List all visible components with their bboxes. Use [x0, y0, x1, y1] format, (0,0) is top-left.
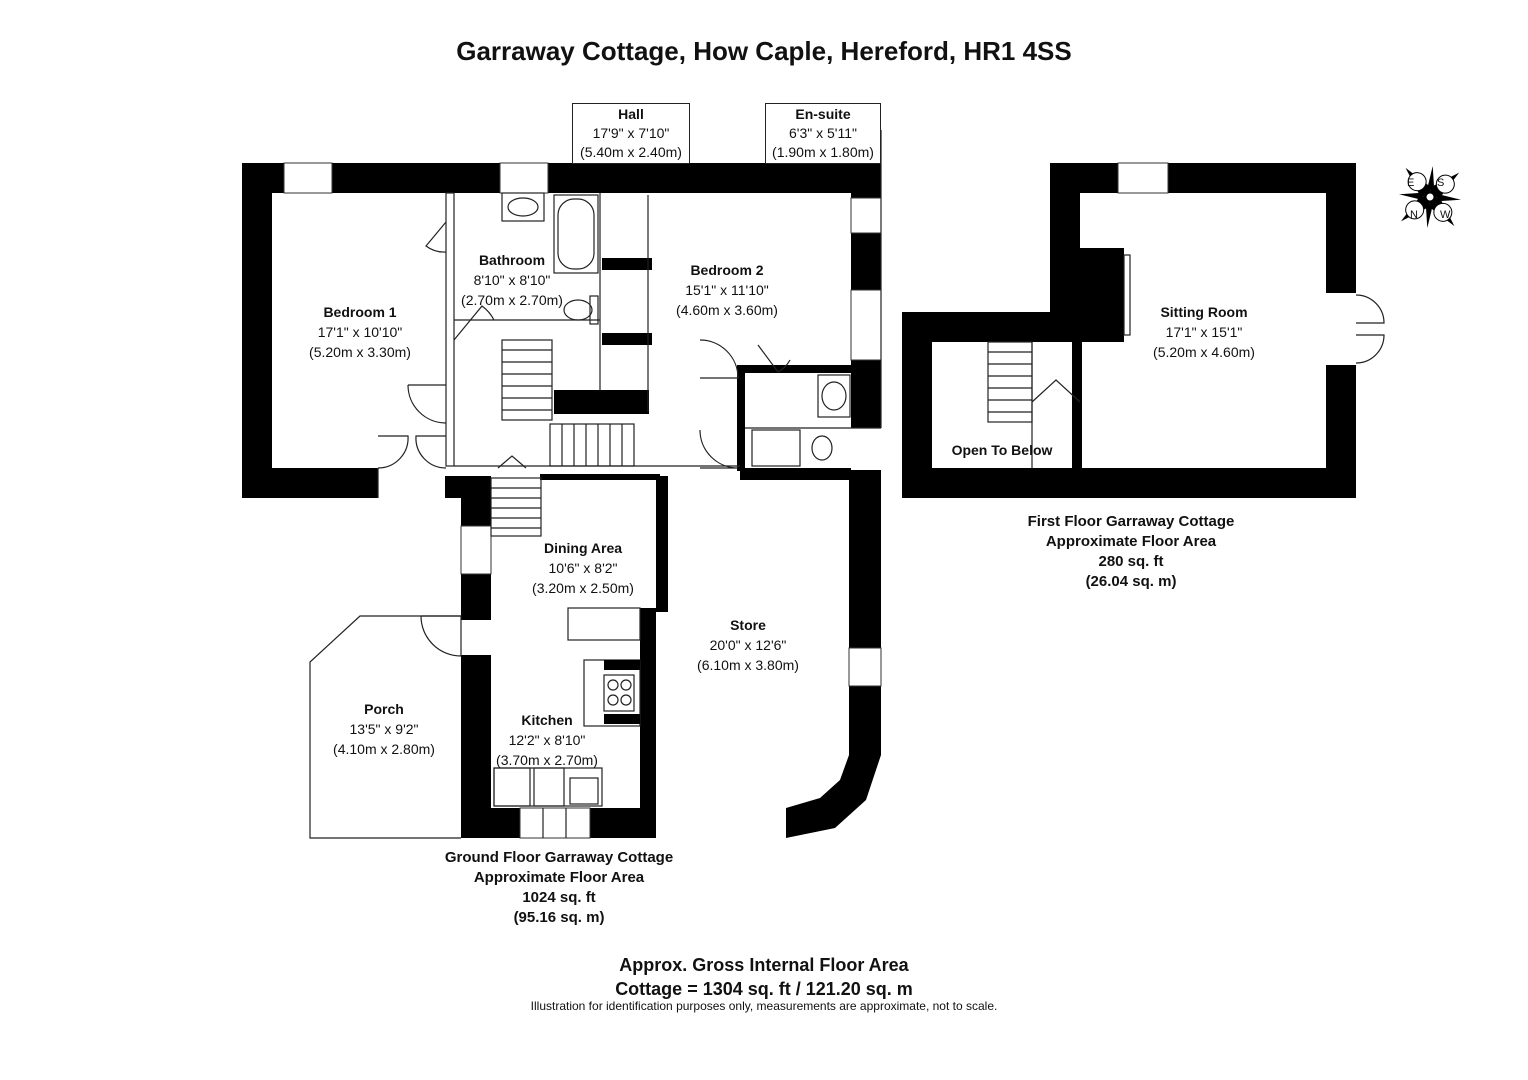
hall-name: Hall — [618, 106, 644, 122]
bedroom1-imperial: 17'1" x 10'10" — [317, 324, 403, 340]
compass-n: N — [1410, 209, 1418, 221]
compass-s: S — [1437, 177, 1445, 189]
first-floor-windows — [1117, 162, 1169, 194]
plan-title: Garraway Cottage, How Caple, Hereford, H… — [456, 36, 1072, 66]
dining-metric: (3.20m x 2.50m) — [532, 580, 634, 596]
kitchen-label: Kitchen 12'2" x 8'10" (3.70m x 2.70m) — [482, 710, 612, 770]
bedroom1-label: Bedroom 1 17'1" x 10'10" (5.20m x 3.30m) — [290, 302, 430, 362]
kitchen-metric: (3.70m x 2.70m) — [496, 752, 598, 768]
sitting-label: Sitting Room 17'1" x 15'1" (5.20m x 4.60… — [1134, 302, 1274, 362]
ground-floor-stairs — [490, 339, 635, 537]
kitchen-name: Kitchen — [521, 712, 573, 728]
bedroom2-metric: (4.60m x 3.60m) — [676, 302, 778, 318]
open-below-label: Open To Below — [940, 440, 1064, 460]
ground-floor-line4: (95.16 sq. m) — [513, 909, 605, 926]
ensuite-label: En-suite 6'3" x 5'11" (1.90m x 1.80m) — [765, 103, 881, 164]
ground-floor-fixtures — [493, 192, 851, 807]
first-floor-line2: Approximate Floor Area — [1045, 533, 1217, 550]
bathroom-metric: (2.70m x 2.70m) — [461, 292, 563, 308]
first-floor-area: First Floor Garraway Cottage Approximate… — [1000, 512, 1262, 592]
hall-imperial: 17'9" x 7'10" — [592, 125, 670, 141]
compass-w: W — [1440, 209, 1451, 221]
porch-name: Porch — [364, 701, 404, 717]
bedroom1-metric: (5.20m x 3.30m) — [309, 344, 411, 360]
hall-label: Hall 17'9" x 7'10" (5.40m x 2.40m) — [572, 103, 690, 164]
sitting-name: Sitting Room — [1160, 304, 1248, 320]
ensuite-name: En-suite — [795, 106, 851, 122]
ground-floor-windows — [283, 162, 882, 839]
ground-floor-line2: Approximate Floor Area — [473, 869, 645, 886]
disclaimer: Illustration for identification purposes… — [530, 999, 998, 1013]
porch-label: Porch 13'5" x 9'2" (4.10m x 2.80m) — [318, 699, 450, 759]
store-imperial: 20'0" x 12'6" — [709, 637, 787, 653]
bathroom-name: Bathroom — [478, 252, 546, 268]
first-floor-line1: First Floor Garraway Cottage — [1027, 513, 1235, 530]
porch-imperial: 13'5" x 9'2" — [349, 721, 419, 737]
bedroom2-label: Bedroom 2 15'1" x 11'10" (4.60m x 3.60m) — [656, 260, 798, 320]
bedroom2-name: Bedroom 2 — [690, 262, 764, 278]
ground-floor-area: Ground Floor Garraway Cottage Approximat… — [420, 848, 698, 928]
dining-imperial: 10'6" x 8'2" — [548, 560, 618, 576]
first-floor-details — [987, 254, 1385, 468]
ensuite-imperial: 6'3" x 5'11" — [789, 125, 857, 141]
store-name: Store — [730, 617, 766, 633]
gross-area: Approx. Gross Internal Floor Area Cottag… — [0, 953, 1528, 1001]
hall-metric: (5.40m x 2.40m) — [580, 144, 682, 160]
sitting-imperial: 17'1" x 15'1" — [1165, 324, 1243, 340]
ground-floor-line3: 1024 sq. ft — [522, 889, 596, 906]
ground-floor-doors — [377, 221, 791, 657]
compass-icon — [1399, 166, 1461, 228]
ensuite-metric: (1.90m x 1.80m) — [772, 144, 874, 160]
store-label: Store 20'0" x 12'6" (6.10m x 3.80m) — [680, 615, 816, 675]
bedroom2-imperial: 15'1" x 11'10" — [685, 282, 769, 298]
dining-label: Dining Area 10'6" x 8'2" (3.20m x 2.50m) — [518, 538, 648, 598]
compass-e: E — [1407, 177, 1415, 189]
open-below-name: Open To Below — [951, 442, 1053, 458]
dining-name: Dining Area — [543, 540, 623, 556]
store-metric: (6.10m x 3.80m) — [697, 657, 799, 673]
gross-line1: Approx. Gross Internal Floor Area — [619, 955, 909, 975]
ground-floor-line1: Ground Floor Garraway Cottage — [444, 849, 674, 866]
first-floor-walls — [902, 163, 1356, 498]
bedroom1-name: Bedroom 1 — [323, 304, 397, 320]
first-floor-line3: 280 sq. ft — [1098, 553, 1164, 570]
bathroom-imperial: 8'10" x 8'10" — [473, 272, 551, 288]
kitchen-imperial: 12'2" x 8'10" — [508, 732, 586, 748]
bathroom-label: Bathroom 8'10" x 8'10" (2.70m x 2.70m) — [452, 250, 572, 310]
porch-metric: (4.10m x 2.80m) — [333, 741, 435, 757]
sitting-metric: (5.20m x 4.60m) — [1153, 344, 1255, 360]
gross-line2: Cottage = 1304 sq. ft / 121.20 sq. m — [615, 979, 913, 999]
first-floor-line4: (26.04 sq. m) — [1085, 573, 1177, 590]
